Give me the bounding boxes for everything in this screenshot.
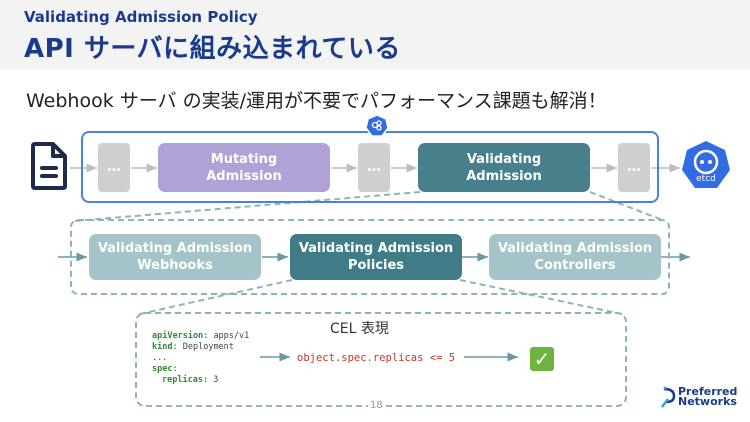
- cel-expression: object.spec.replicas <= 5: [297, 352, 456, 364]
- stage-label: Controllers: [534, 258, 616, 273]
- pipeline-stage-placeholder: …: [358, 143, 390, 192]
- stage-label: Validating Admission: [97, 241, 253, 256]
- stage-label: Policies: [347, 258, 405, 273]
- logo-line2: Networks: [678, 395, 737, 408]
- yaml-line: apiVersion: apps/v1: [152, 331, 250, 341]
- header-bar: Validating Admission Policy API サーバに組み込ま…: [0, 0, 750, 70]
- validating-detail-frame: [70, 219, 670, 295]
- etcd-label: etcd: [696, 174, 716, 184]
- etcd-icon: [682, 141, 730, 188]
- stage-label: Validating Admission: [497, 241, 653, 256]
- validating-admission-webhooks: Validating Admission Webhooks: [89, 234, 261, 280]
- slide-subtitle: Validating Admission Policy: [24, 8, 258, 26]
- preferred-networks-logo: Preferred Networks: [660, 386, 737, 408]
- validating-admission-policies: Validating Admission Policies: [290, 234, 462, 280]
- mutating-admission-stage: Mutating Admission: [158, 143, 330, 192]
- yaml-line: replicas: 3: [162, 375, 219, 385]
- validating-admission-stage: Validating Admission: [418, 143, 590, 192]
- pipeline-stage-placeholder: …: [98, 143, 130, 192]
- zoom-line: [459, 279, 623, 315]
- cel-label: CEL 表現: [330, 321, 389, 337]
- yaml-snippet: apiVersion: apps/v1 kind: Deployment ...…: [152, 331, 249, 386]
- slide-title: API サーバに組み込まれている: [24, 34, 401, 64]
- kubernetes-api-icon: [365, 114, 389, 137]
- pfn-logo-icon: [661, 386, 676, 408]
- pipeline-stage-placeholder: …: [618, 143, 650, 192]
- document-icon: [31, 142, 67, 190]
- check-mark-icon: ✓: [530, 347, 554, 371]
- zoom-line: [589, 191, 666, 222]
- logo-line1: Preferred: [678, 385, 738, 398]
- validating-admission-controllers: Validating Admission Controllers: [489, 234, 661, 280]
- page-number: 18: [368, 400, 385, 411]
- zoom-line: [74, 191, 421, 222]
- yaml-line: spec:: [152, 364, 178, 374]
- etcd-storage: etcd: [681, 140, 731, 192]
- stage-label: Webhooks: [137, 258, 213, 273]
- yaml-line: kind: Deployment: [152, 342, 234, 352]
- yaml-line: ...: [152, 353, 168, 363]
- zoom-line: [139, 279, 293, 315]
- lead-text: Webhook サーバ の実装/運用が不要でパフォーマンス課題も解消！: [26, 90, 607, 112]
- stage-label: Validating Admission: [298, 241, 454, 256]
